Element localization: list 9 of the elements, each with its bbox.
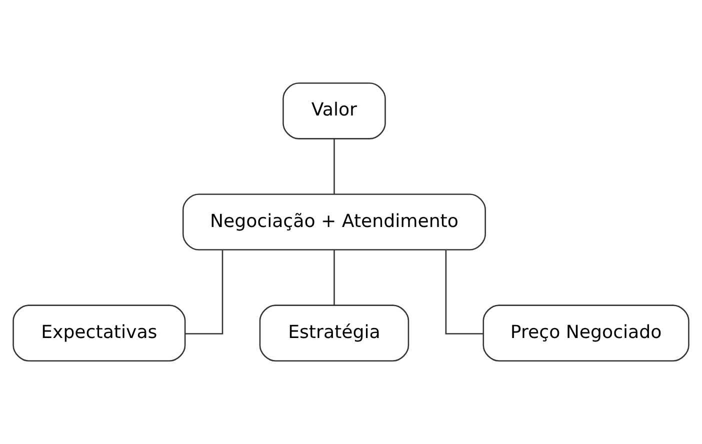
connector [185,250,224,334]
connector [334,250,335,306]
node-box: Valor [282,82,386,140]
node-box: Preço Negociado [482,304,690,362]
connector [334,138,335,194]
connector [445,250,484,334]
node-box: Expectativas [12,304,186,362]
node-box: Estratégia [259,304,410,362]
node-box: Negociação + Atendimento [182,194,486,250]
